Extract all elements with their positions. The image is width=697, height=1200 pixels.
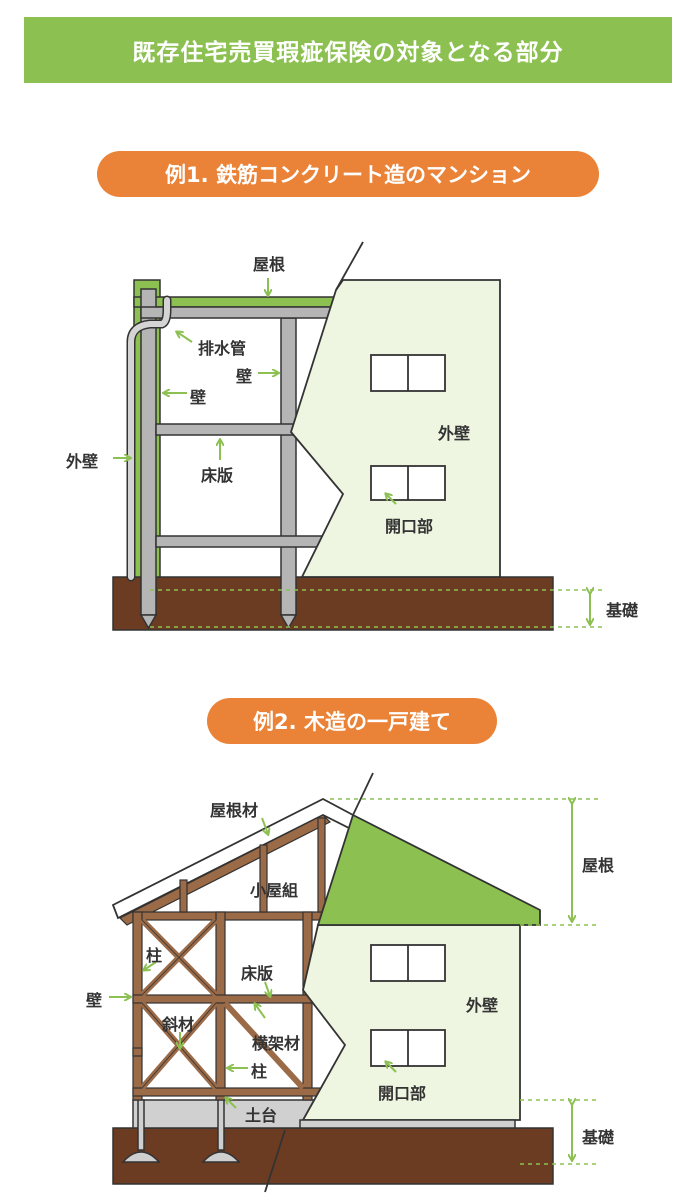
column-right — [280, 317, 297, 616]
example2-heading-pill: 例2. 木造の一戸建て — [207, 698, 497, 744]
label-brace: 斜材 — [162, 1015, 195, 1034]
label-roofing-material: 屋根材 — [210, 801, 259, 820]
window-lower-2 — [370, 1029, 446, 1067]
pile-tip-left — [139, 614, 158, 630]
floor-slab-lower — [155, 535, 327, 548]
label-wall-inner: 壁 — [236, 367, 253, 386]
label-foundation-1: 基礎 — [606, 601, 639, 620]
label-opening-1: 開口部 — [385, 517, 434, 536]
example2-diagram — [109, 772, 600, 1193]
label-roof-1: 屋根 — [253, 255, 286, 274]
label-outer-wall-right-1: 外壁 — [438, 424, 471, 443]
column-left — [140, 288, 157, 616]
label-floor-slab-1: 床版 — [201, 466, 234, 485]
label-drain-pipe: 排水管 — [198, 339, 247, 358]
label-horizontal-member: 横架材 — [252, 1034, 301, 1053]
arrow-opening-1 — [386, 494, 397, 505]
arrow-sill — [226, 1098, 237, 1109]
arrow-floor-slab-2 — [264, 981, 270, 996]
label-outer-wall-2: 外壁 — [466, 996, 499, 1015]
exterior-facade-1 — [289, 279, 501, 578]
page-title: 既存住宅売買瑕疵保険の対象となる部分 — [132, 40, 564, 66]
arrow-roofing-material — [261, 817, 268, 834]
label-sill: 土台 — [245, 1106, 278, 1125]
label-wall-2: 壁 — [86, 991, 103, 1010]
label-outer-wall-left: 外壁 — [66, 452, 99, 471]
arrow-opening-2 — [386, 1062, 397, 1073]
label-pillar-lower: 柱 — [251, 1062, 268, 1081]
green-roof-2 — [316, 813, 541, 926]
label-wall-left: 壁 — [190, 388, 207, 407]
label-floor-slab-2: 床版 — [241, 964, 274, 983]
ground-soil-1 — [112, 576, 554, 631]
window-upper-2 — [370, 944, 446, 982]
arrow-horizontal-member — [255, 1004, 266, 1019]
example1-heading: 例1. 鉄筋コンクリート造のマンション — [165, 163, 531, 187]
window-upper-1 — [370, 354, 446, 392]
ground-soil-2 — [112, 1127, 554, 1185]
label-roof-truss: 小屋組 — [250, 881, 299, 900]
example2-heading: 例2. 木造の一戸建て — [253, 710, 451, 734]
page-title-banner: 既存住宅売買瑕疵保険の対象となる部分 — [24, 17, 672, 83]
arrow-drain — [177, 332, 193, 343]
window-lower-1 — [370, 465, 446, 501]
foundation-strip-2 — [132, 1099, 324, 1129]
label-roof-2: 屋根 — [582, 856, 615, 875]
arrow-pillar-upper — [144, 961, 157, 970]
label-pillar-upper: 柱 — [146, 946, 163, 965]
label-foundation-2: 基礎 — [582, 1128, 615, 1147]
example1-diagram — [112, 241, 605, 631]
pile-tip-right — [279, 614, 298, 630]
label-opening-2: 開口部 — [378, 1084, 427, 1103]
example1-heading-pill: 例1. 鉄筋コンクリート造のマンション — [97, 151, 599, 197]
